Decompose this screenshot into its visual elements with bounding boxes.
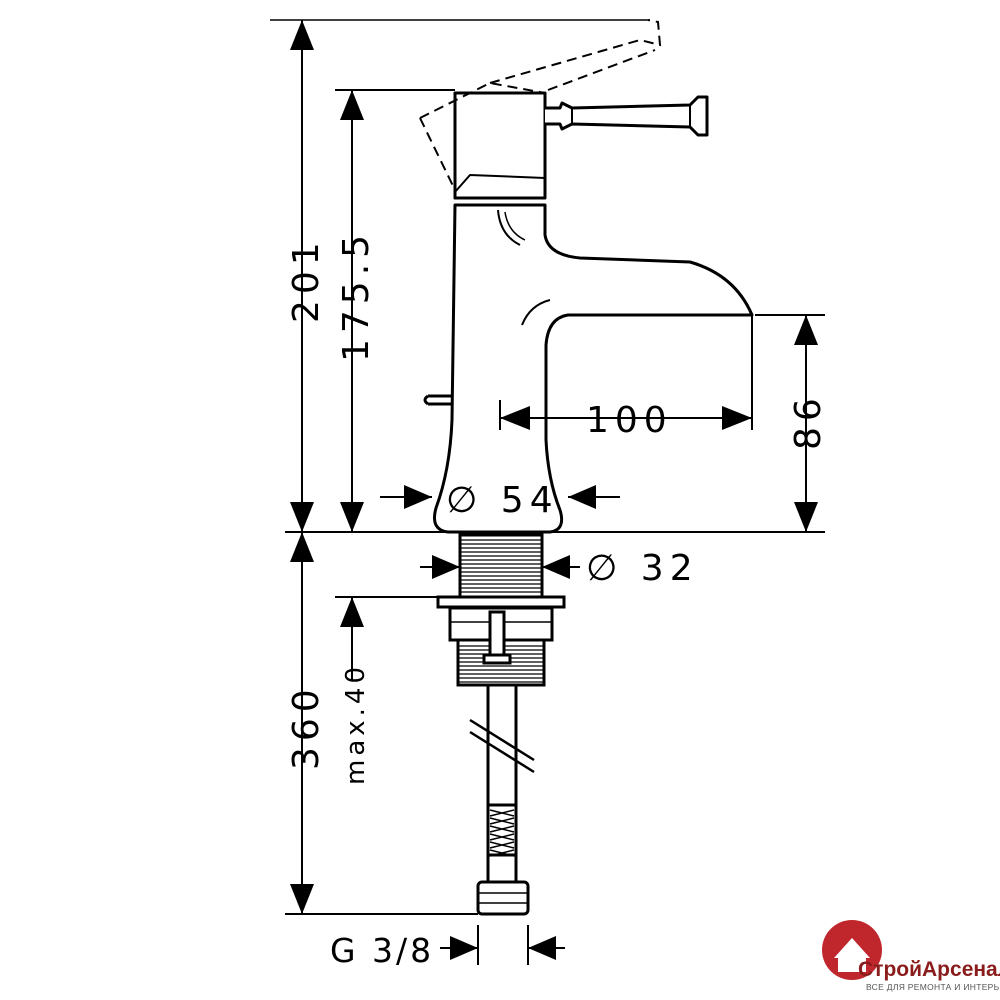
spout-detail-curve xyxy=(521,299,551,326)
dim-label-175-5: 175.5 xyxy=(336,229,377,362)
house-icon xyxy=(834,938,870,972)
dim-label-max40: max.40 xyxy=(341,663,371,785)
logo-tagline: ВСЕ ДЛЯ РЕМОНТА И ИНТЕРЬЕРА xyxy=(866,982,1000,992)
dim-label-54: ∅ 54 xyxy=(446,480,559,521)
stroyarsenal-logo: СтройАрсенал ВСЕ ДЛЯ РЕМОНТА И ИНТЕРЬЕРА xyxy=(822,920,1000,992)
handle-tilted-outline-2 xyxy=(419,117,456,191)
crimp-line xyxy=(489,849,515,857)
crimp-line xyxy=(489,817,515,825)
nut-thread-lines xyxy=(458,645,544,683)
crimp-line xyxy=(489,833,515,841)
pop-up-rod xyxy=(423,394,452,406)
cartridge-housing xyxy=(453,91,547,200)
hose-connection-nut xyxy=(476,880,530,916)
dim-label-32: ∅ 32 xyxy=(586,548,699,589)
fixing-screw xyxy=(488,610,506,662)
mounting-washer xyxy=(436,595,566,609)
hose-break-mark xyxy=(469,718,535,762)
handle-shadow-wedge xyxy=(454,174,546,193)
cartridge-base xyxy=(453,180,545,200)
supply-hose xyxy=(469,685,535,916)
body-top-detail xyxy=(497,209,521,246)
dim-label-86: 86 xyxy=(788,392,829,450)
lever-up-outline xyxy=(489,19,662,84)
hose-crimp xyxy=(486,803,518,857)
crimp-line xyxy=(489,841,515,849)
body-top-detail-2 xyxy=(504,211,526,241)
dim-label-201: 201 xyxy=(286,236,327,323)
crimp-line xyxy=(489,825,515,833)
lever-up-outline-2 xyxy=(547,49,656,91)
dim-label-360: 360 xyxy=(286,683,327,770)
faucet-spout-body xyxy=(433,203,754,534)
faucet-body xyxy=(433,203,754,534)
crimp-line xyxy=(489,809,515,817)
hose-break-mark-2 xyxy=(469,730,535,774)
handle-tilted-outline xyxy=(419,81,546,119)
handle-rotation-outline xyxy=(419,19,662,191)
thread-lines xyxy=(460,539,542,593)
lever-handle xyxy=(545,95,709,137)
handle-assembly xyxy=(453,91,709,200)
dim-label-g38: G 3/8 xyxy=(330,931,434,970)
mounting-shank xyxy=(436,533,566,687)
dim-label-100: 100 xyxy=(586,400,673,441)
logo-brand-name: СтройАрсенал xyxy=(858,958,1000,981)
dimension-arrows xyxy=(290,20,818,960)
